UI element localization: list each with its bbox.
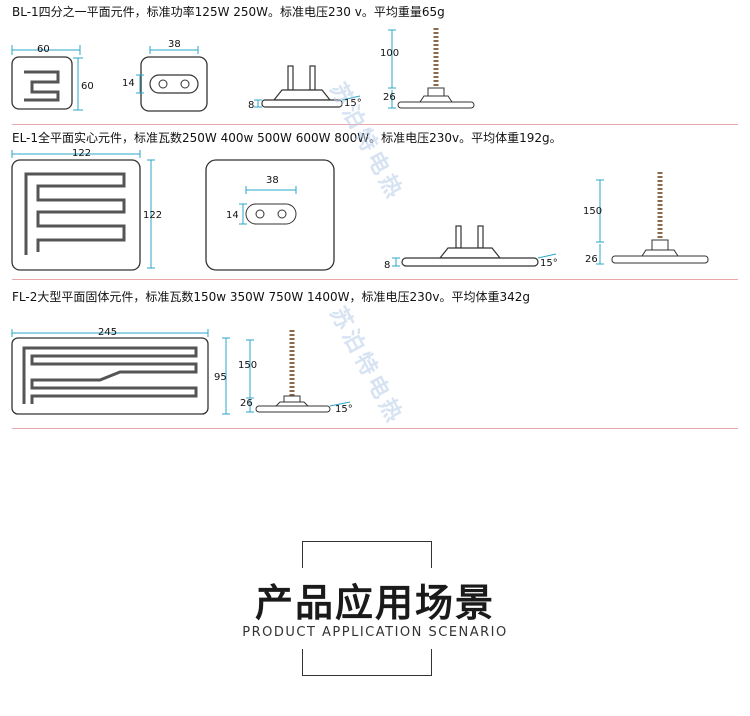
fl2-base-label: 26 bbox=[240, 398, 253, 409]
bl1-width-label: 60 bbox=[37, 44, 50, 55]
spec-fl2: FL-2大型平面固体元件，标准瓦数150w 350W 750W 1400W，标准… bbox=[12, 290, 530, 304]
section-title-frame bbox=[302, 541, 432, 676]
bl1-plug-height-label: 14 bbox=[122, 78, 135, 89]
el1-stem-view bbox=[611, 172, 709, 264]
fl2-stem-view bbox=[255, 330, 331, 413]
divider-3 bbox=[12, 428, 738, 429]
el1-plug-height-label: 14 bbox=[226, 210, 239, 221]
divider-2 bbox=[12, 279, 738, 280]
section-subtitle: PRODUCT APPLICATION SCENARIO bbox=[0, 625, 750, 640]
section-title: 产品应用场景 bbox=[254, 581, 495, 625]
fl2-stem-label: 150 bbox=[238, 360, 257, 371]
bl1-heater-wire bbox=[24, 70, 60, 102]
fl2-heater-wire bbox=[22, 346, 198, 404]
bl1-stem-view bbox=[397, 28, 475, 109]
el1-side-view bbox=[401, 225, 539, 267]
bl1-stem-label: 100 bbox=[380, 48, 399, 59]
spec-el1: EL-1全平面实心元件，标准瓦数250W 400w 500W 600W 800W… bbox=[12, 131, 562, 145]
el1-angle-label: 15° bbox=[540, 258, 558, 269]
bl1-base-label: 26 bbox=[383, 92, 396, 103]
spec-bl1: BL-1四分之一平面元件，标准功率125W 250W。标准电压230 v。平均重… bbox=[12, 5, 445, 19]
bl1-plug-width-label: 38 bbox=[168, 39, 181, 50]
el1-plug-width-label: 38 bbox=[266, 175, 279, 186]
el1-height-label: 122 bbox=[143, 210, 162, 221]
el1-width-label: 122 bbox=[72, 148, 91, 159]
el1-heater-wire bbox=[24, 172, 126, 255]
bl1-thickness-label: 8 bbox=[248, 100, 254, 111]
bl1-drawings: 60 60 38 14 8 15° 100 26 bbox=[11, 28, 475, 112]
el1-base-label: 26 bbox=[585, 254, 598, 265]
el1-thickness-label: 8 bbox=[384, 260, 390, 271]
el1-drawings: 122 122 38 14 8 15° 150 26 bbox=[11, 148, 709, 271]
el1-plate-outline bbox=[11, 159, 141, 271]
bl1-height-label: 60 bbox=[81, 81, 94, 92]
el1-stem-label: 150 bbox=[583, 206, 602, 217]
fl2-drawings: 245 95 150 26 15° bbox=[11, 327, 353, 415]
fl2-width-label: 245 bbox=[98, 327, 117, 338]
fl2-height-label: 95 bbox=[214, 372, 227, 383]
divider-1 bbox=[12, 124, 738, 125]
fl2-angle-label: 15° bbox=[335, 404, 353, 415]
bl1-angle-label: 15° bbox=[344, 98, 362, 109]
bl1-side-view bbox=[261, 65, 343, 108]
